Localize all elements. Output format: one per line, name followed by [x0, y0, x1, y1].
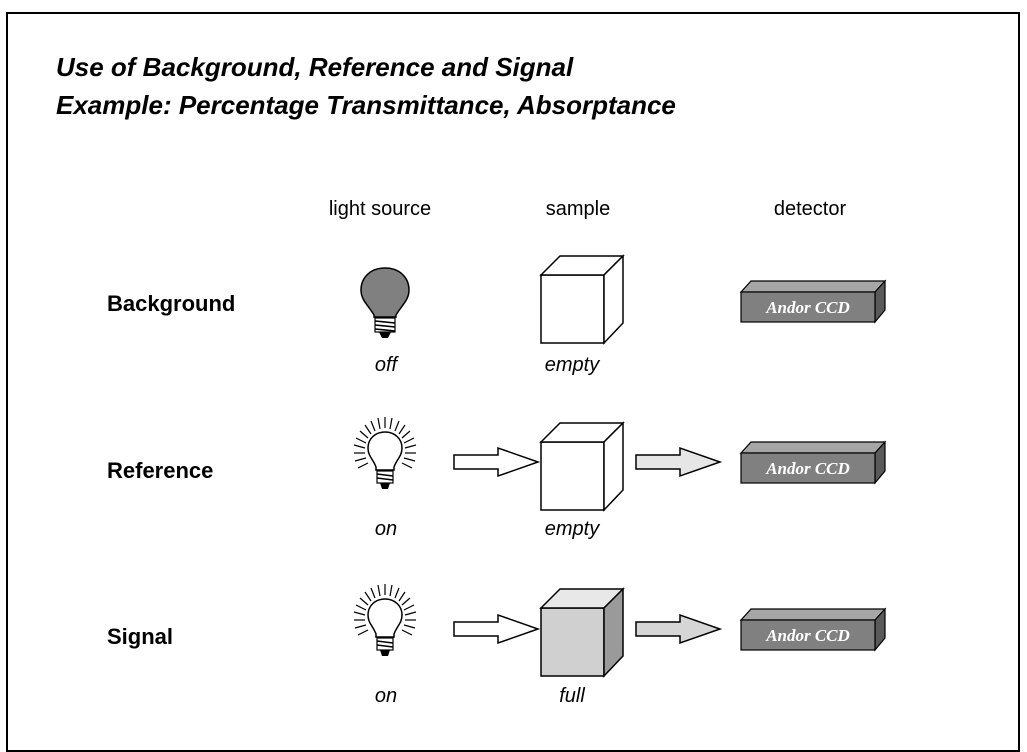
detector-icon: Andor CCD: [739, 440, 887, 485]
detector-label: Andor CCD: [765, 298, 850, 317]
column-header-sample: sample: [545, 198, 611, 220]
light-bulb-off-icon: [360, 267, 410, 338]
light-bulb-on-icon: [353, 417, 417, 489]
light-state-reference: on: [374, 518, 398, 540]
arrow-right-icon: [635, 446, 723, 478]
detector-label: Andor CCD: [765, 459, 850, 478]
light-bulb-on-icon: [353, 584, 417, 656]
column-header-light-source: light source: [328, 198, 432, 220]
detector-icon: Andor CCD: [739, 279, 887, 324]
sample-state-background: empty: [544, 354, 600, 376]
row-label-reference: Reference: [107, 458, 214, 483]
row-label-signal: Signal: [107, 624, 174, 649]
sample-state-signal: full: [559, 685, 585, 707]
row-label-background: Background: [107, 291, 236, 316]
light-state-signal: on: [374, 685, 398, 707]
diagram-title: Use of Background, Reference and Signal: [56, 52, 574, 82]
arrow-right-icon: [453, 613, 541, 645]
column-header-detector: detector: [773, 198, 847, 220]
arrow-right-icon: [453, 446, 541, 478]
arrow-right-icon: [635, 613, 723, 645]
sample-cube-icon: [539, 254, 625, 345]
detector-icon: Andor CCD: [739, 607, 887, 652]
light-state-background: off: [374, 354, 398, 376]
sample-cube-full-icon: [539, 587, 625, 678]
detector-label: Andor CCD: [765, 626, 850, 645]
diagram-subtitle: Example: Percentage Transmittance, Absor…: [56, 90, 676, 120]
sample-cube-icon: [539, 421, 625, 512]
sample-state-reference: empty: [544, 518, 600, 540]
